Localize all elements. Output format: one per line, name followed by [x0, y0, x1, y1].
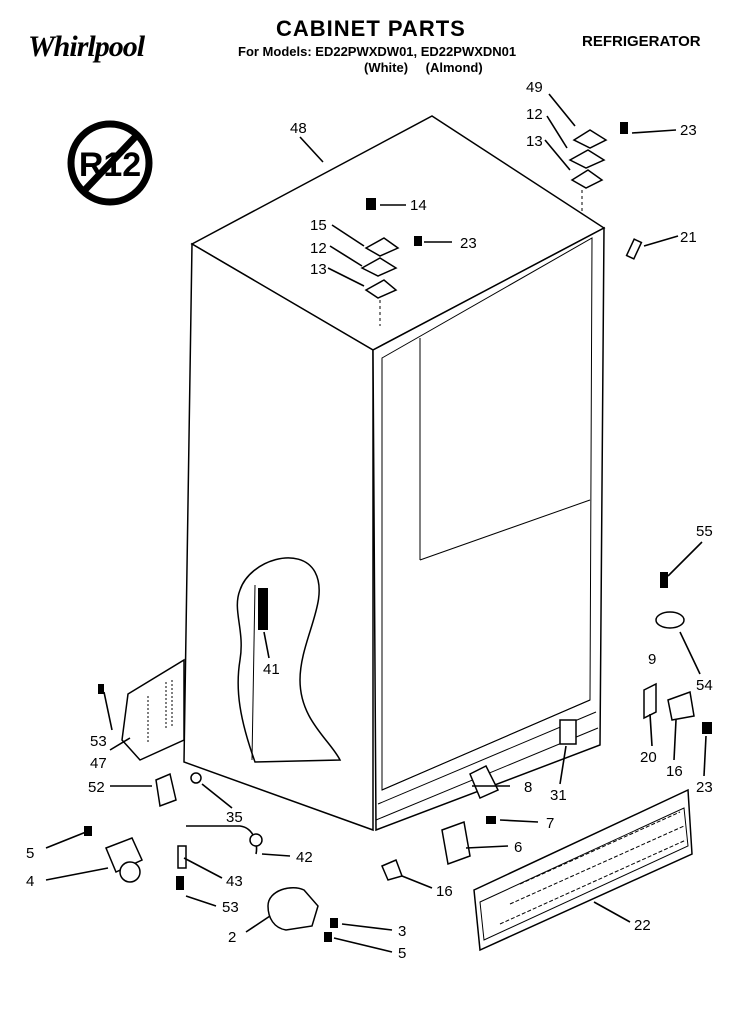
whirlpool-logo: Whirlpool — [28, 30, 145, 63]
top-hinge-center — [360, 198, 422, 326]
callout-53: 53 — [90, 733, 107, 750]
page-title: CABINET PARTS — [276, 16, 466, 41]
callout-23: 23 — [460, 235, 477, 252]
callout-14: 14 — [410, 197, 427, 214]
callout-6: 6 — [514, 839, 522, 856]
rear-panel — [98, 658, 202, 808]
model-numbers: For Models: ED22PWXDW01, ED22PWXDN01 — [238, 44, 517, 59]
top-hinge-right — [568, 122, 643, 260]
r12-badge: R12 — [67, 120, 153, 206]
callout-12: 12 — [310, 240, 327, 257]
callout-3: 3 — [398, 923, 406, 940]
callout-2: 2 — [228, 929, 236, 946]
callout-13: 13 — [526, 133, 543, 150]
callout-31: 31 — [550, 787, 567, 804]
callout-43: 43 — [226, 873, 243, 890]
callout-7: 7 — [546, 815, 554, 832]
callout-53: 53 — [222, 899, 239, 916]
product-type: REFRIGERATOR — [582, 33, 701, 50]
callout-21: 21 — [680, 229, 697, 246]
callout-42: 42 — [296, 849, 313, 866]
badge-label: R12 — [79, 146, 141, 184]
callout-41: 41 — [263, 661, 280, 678]
callout-20: 20 — [640, 749, 657, 766]
bottom-left-parts — [84, 825, 338, 942]
callout-5: 5 — [26, 845, 34, 862]
callout-54: 54 — [696, 677, 713, 694]
callout-23: 23 — [696, 779, 713, 796]
model-variants: (White) (Almond) — [364, 60, 483, 75]
bottom-right-parts — [381, 572, 712, 952]
callout-55: 55 — [696, 523, 713, 540]
callout-5: 5 — [398, 945, 406, 962]
callout-16: 16 — [436, 883, 453, 900]
callout-49: 49 — [526, 79, 543, 96]
leader-lines — [45, 93, 707, 953]
callout-22: 22 — [634, 917, 651, 934]
callout-4: 4 — [26, 873, 34, 890]
callout-52: 52 — [88, 779, 105, 796]
callout-9: 9 — [648, 651, 656, 668]
callout-23: 23 — [680, 122, 697, 139]
callout-48: 48 — [290, 120, 307, 137]
callout-12: 12 — [526, 106, 543, 123]
cabinet-shell — [183, 115, 606, 832]
callout-15: 15 — [310, 217, 327, 234]
callout-47: 47 — [90, 755, 107, 772]
callout-13: 13 — [310, 261, 327, 278]
callout-labels: 48 49 12 13 23 14 15 12 13 23 21 55 54 9… — [26, 79, 713, 962]
callout-16: 16 — [666, 763, 683, 780]
callout-35: 35 — [226, 809, 243, 826]
callout-8: 8 — [524, 779, 532, 796]
